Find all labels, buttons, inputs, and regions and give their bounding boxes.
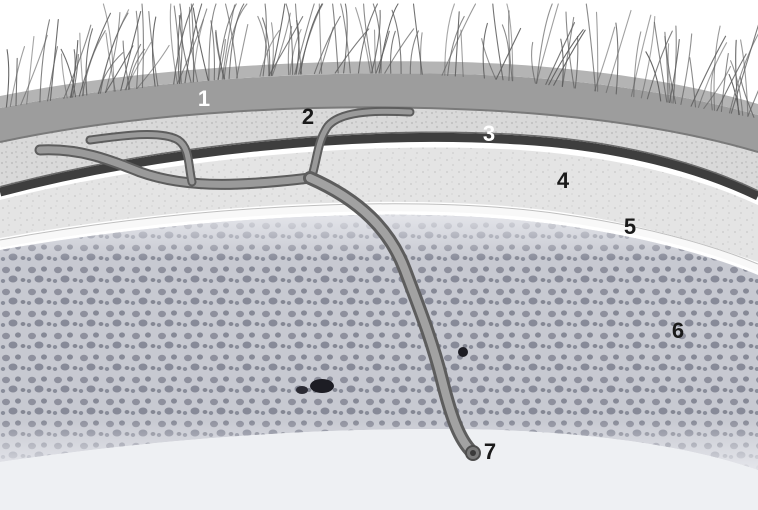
label-7: 7 <box>484 441 496 463</box>
label-2: 2 <box>302 106 314 128</box>
label-1: 1 <box>198 88 210 110</box>
label-3: 3 <box>483 123 495 145</box>
bone-dark-spot <box>458 347 468 357</box>
label-4: 4 <box>557 170 569 192</box>
label-6: 6 <box>672 320 684 342</box>
bone-dark-spot <box>296 386 308 394</box>
label-5: 5 <box>624 216 636 238</box>
bone-dark-spot <box>310 379 334 393</box>
